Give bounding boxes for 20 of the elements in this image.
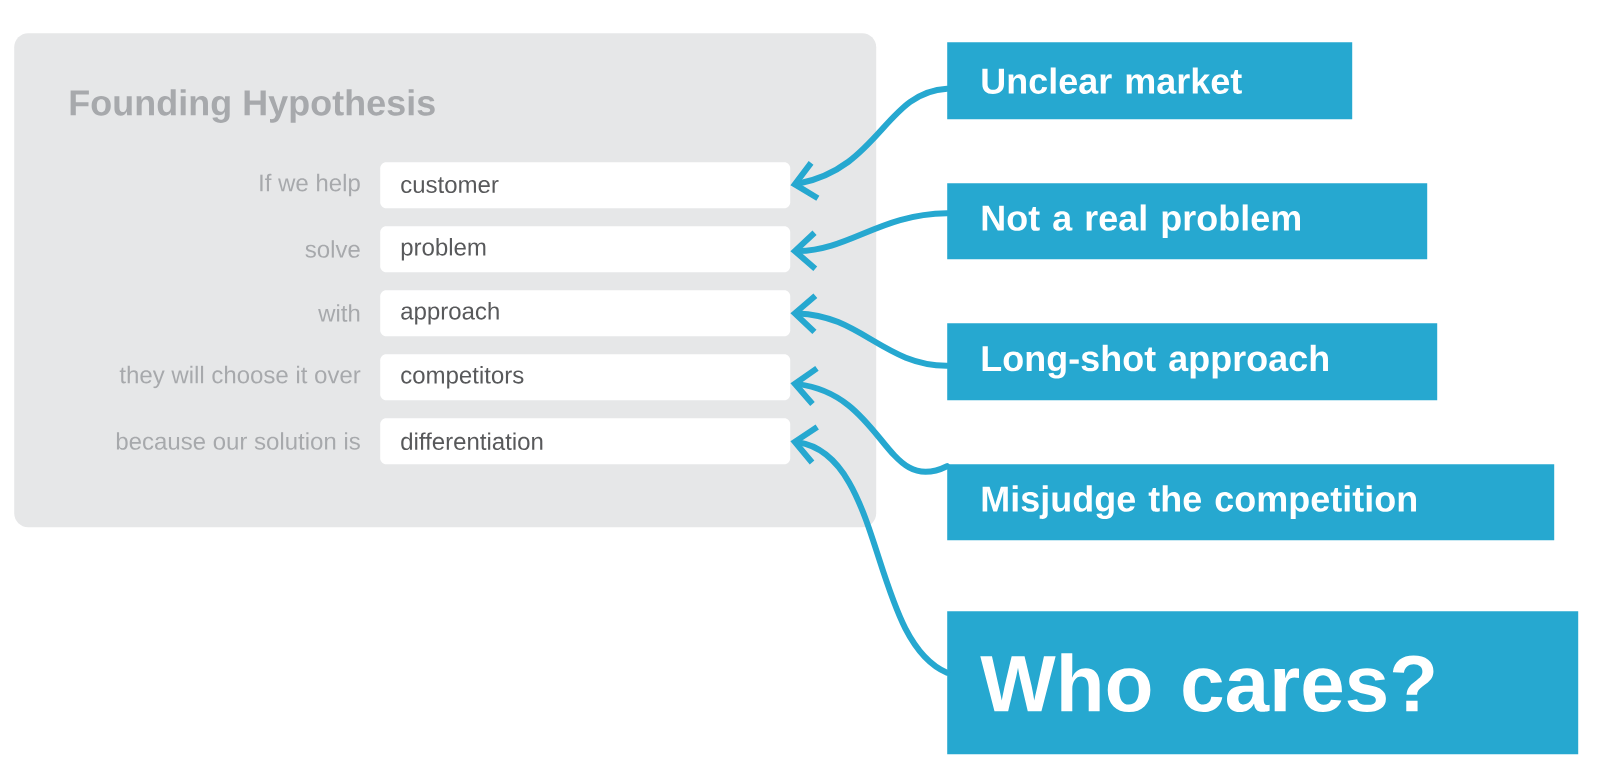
- arrow: [790, 424, 950, 676]
- field-label: because our solution is: [116, 432, 360, 450]
- callout-box: Not a real problem: [947, 183, 1428, 260]
- field-label: they will choose it over: [119, 365, 361, 389]
- input-field: differentiation: [380, 418, 791, 465]
- arrow: [790, 365, 950, 475]
- arrow: [790, 293, 950, 369]
- input-field: approach: [380, 290, 791, 337]
- input-field: competitors: [380, 354, 791, 401]
- arrow: [790, 210, 950, 271]
- callout-box: Unclear market: [947, 42, 1353, 120]
- callout-box: Long-shot approach: [947, 323, 1438, 401]
- field-label: solve: [305, 240, 360, 258]
- callout-box: Who cares?: [947, 611, 1579, 755]
- field-label: with: [318, 304, 360, 322]
- arrow: [790, 85, 950, 201]
- callout-box: Misjudge the competition: [947, 464, 1555, 541]
- field-label: If we help: [260, 173, 360, 197]
- input-field: problem: [380, 226, 791, 273]
- input-field: customer: [380, 162, 791, 209]
